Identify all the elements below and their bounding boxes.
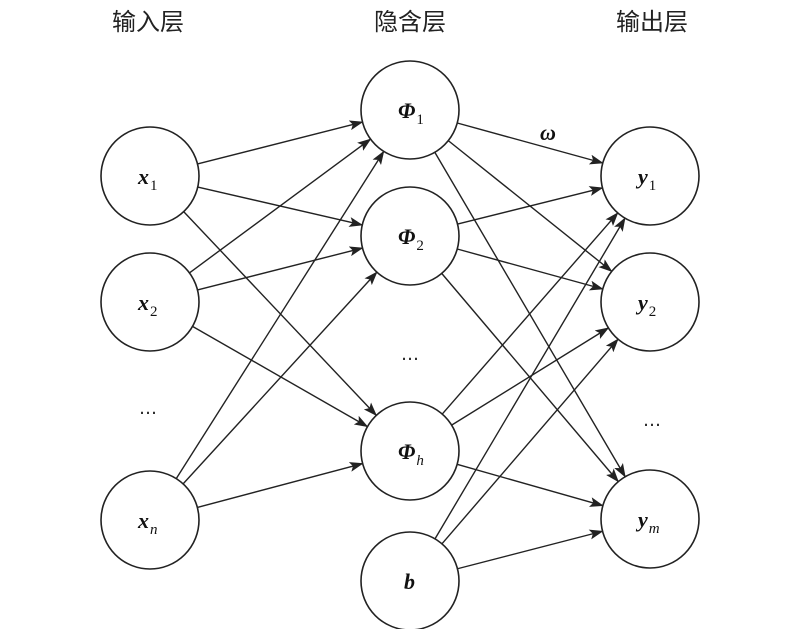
hidden-node-phi1: Φ1 — [360, 60, 460, 160]
input-node-label: x1 — [137, 164, 158, 194]
edge-b-to-ym — [457, 529, 604, 570]
output-node-subscript: m — [649, 521, 660, 537]
hidden-ellipsis: … — [401, 344, 419, 365]
edge-b-to-y1 — [434, 217, 626, 540]
output-node-y2: y2 — [600, 252, 700, 352]
connection-edges — [175, 120, 626, 570]
input-node-x1: x1 — [100, 126, 200, 226]
hidden-node-phi2: Φ2 — [360, 186, 460, 286]
hidden-node-label: Φ1 — [398, 98, 424, 128]
hidden-node-symbol: Φ — [398, 224, 415, 249]
edge-phi2-to-y1 — [457, 186, 604, 225]
hidden-node-symbol: b — [404, 569, 415, 594]
output-ellipsis: … — [643, 410, 661, 431]
output-node-subscript: 1 — [649, 178, 657, 194]
output-node-symbol: y — [635, 290, 648, 315]
output-node-label: y2 — [635, 290, 656, 320]
input-node-circle — [100, 470, 200, 570]
input-node-circle — [100, 126, 200, 226]
hidden-node-circle — [360, 186, 460, 286]
weight-label: ω — [540, 120, 556, 145]
output-node-label: y1 — [635, 164, 656, 194]
edge-x1-to-phi1 — [197, 120, 364, 165]
hidden-node-symbol: Φ — [398, 98, 415, 123]
hidden-layer-title: 隐含层 — [374, 8, 446, 36]
output-node-symbol: y — [635, 507, 648, 532]
edge-phih-to-y2 — [451, 327, 610, 426]
hidden-node-phih: Φh — [360, 401, 460, 501]
output-node-ym: ym — [600, 469, 700, 569]
input-node-subscript: 2 — [150, 304, 158, 320]
edge-phi2-to-y2 — [457, 248, 604, 291]
output-node-circle — [600, 252, 700, 352]
input-node-label: x2 — [137, 290, 158, 320]
input-layer-title: 输入层 — [112, 8, 184, 36]
output-node-subscript: 2 — [649, 304, 657, 320]
edge-xn-to-phih — [197, 462, 364, 509]
hidden-node-label: Φ2 — [398, 224, 424, 254]
input-node-label: xn — [137, 508, 158, 538]
hidden-node-b: b — [360, 531, 460, 629]
input-node-xn: xn — [100, 470, 200, 570]
input-node-circle — [100, 252, 200, 352]
output-node-symbol: y — [635, 164, 648, 189]
edge-xn-to-phi2 — [182, 271, 378, 485]
hidden-node-circle — [360, 401, 460, 501]
hidden-node-subscript: 2 — [416, 238, 424, 254]
output-node-circle — [600, 126, 700, 226]
hidden-node-label: b — [404, 569, 415, 594]
input-node-subscript: n — [150, 522, 158, 538]
hidden-node-symbol: Φ — [398, 439, 415, 464]
edge-x2-to-phi2 — [197, 246, 364, 291]
input-node-symbol: x — [137, 508, 149, 533]
hidden-node-subscript: 1 — [416, 112, 424, 128]
hidden-node-circle — [360, 60, 460, 160]
edge-b-to-y2 — [441, 338, 619, 545]
input-node-symbol: x — [137, 290, 149, 315]
input-node-subscript: 1 — [150, 178, 158, 194]
edge-xn-to-phi1 — [175, 150, 385, 479]
edge-x1-to-phih — [183, 211, 378, 417]
edge-phih-to-y1 — [441, 212, 619, 415]
edge-x2-to-phih — [192, 325, 369, 428]
input-node-symbol: x — [137, 164, 149, 189]
hidden-node-label: Φh — [398, 439, 424, 469]
edge-phih-to-ym — [456, 463, 604, 507]
output-node-label: ym — [635, 507, 660, 537]
input-node-x2: x2 — [100, 252, 200, 352]
output-node-circle — [600, 469, 700, 569]
output-node-y1: y1 — [600, 126, 700, 226]
hidden-node-circle — [360, 531, 460, 629]
hidden-node-subscript: h — [416, 453, 424, 469]
input-ellipsis: … — [139, 398, 157, 419]
output-layer-title: 输出层 — [616, 8, 688, 36]
edge-x2-to-phi1 — [189, 138, 372, 274]
edge-phi1-to-y1 — [457, 122, 604, 165]
